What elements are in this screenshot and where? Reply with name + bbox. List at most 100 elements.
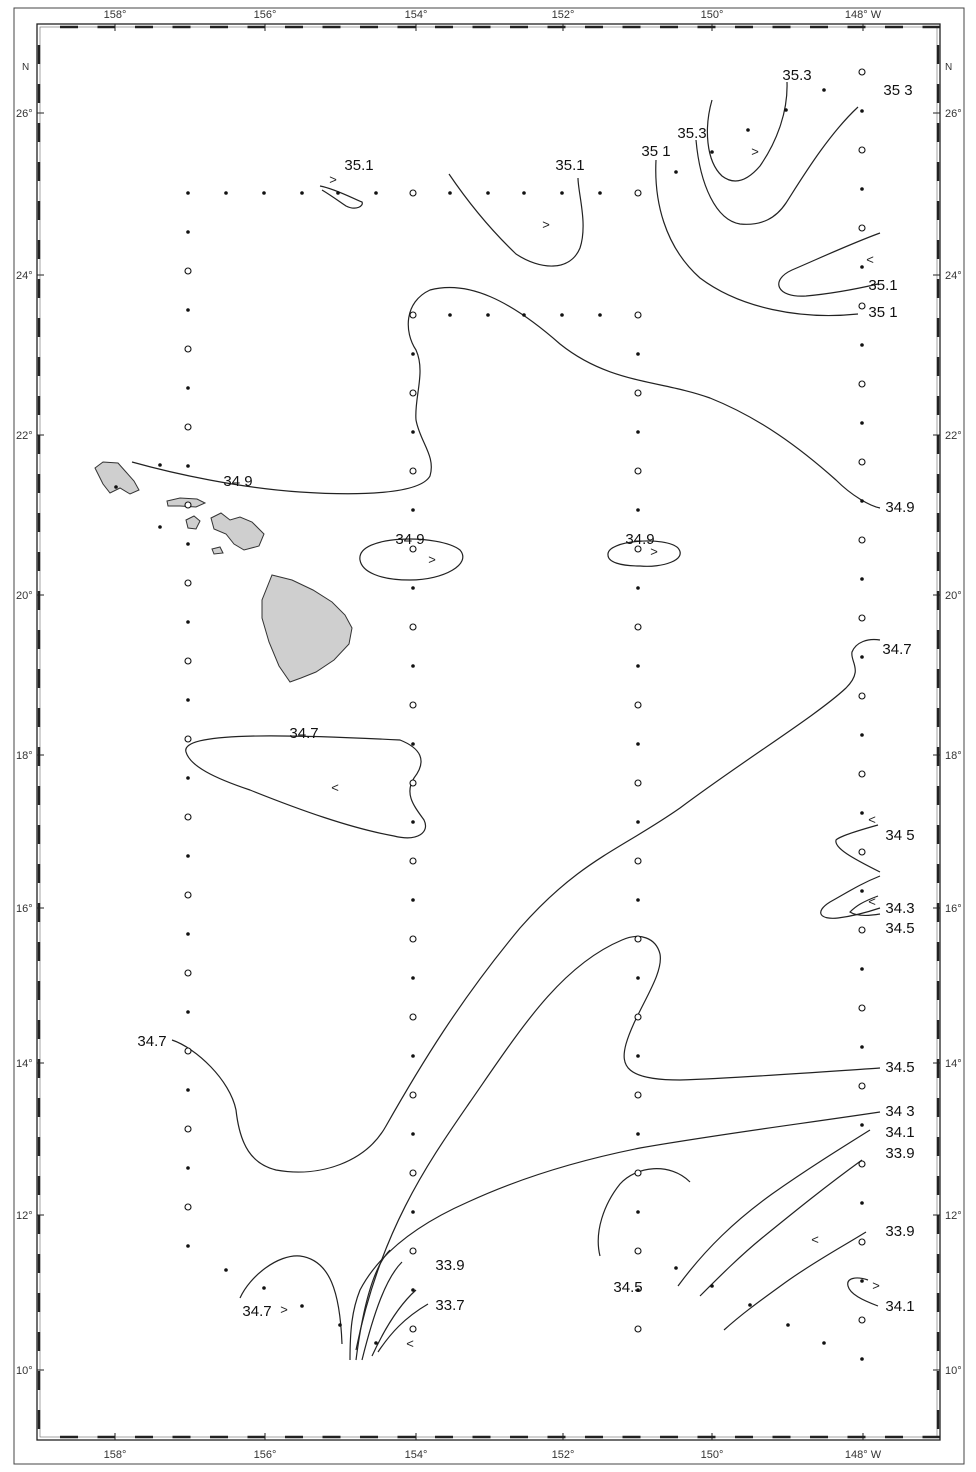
lat-label-right: 22°: [945, 430, 962, 442]
station-dot: [860, 1201, 864, 1205]
station-circle: [409, 545, 417, 553]
isohaline: [847, 1277, 879, 1307]
station-circle: [634, 1325, 642, 1333]
station-circle: [634, 467, 642, 475]
station-circle: [858, 1082, 866, 1090]
station-circle: [409, 389, 417, 397]
gradient-marker: <: [331, 780, 339, 795]
isohaline: [359, 538, 464, 581]
isohaline-label: 35.1: [344, 157, 373, 174]
lat-label-right: 20°: [945, 590, 962, 602]
isohaline: [849, 895, 881, 916]
station-dot: [186, 1010, 190, 1014]
station-dot: [860, 265, 864, 269]
lat-label-right: 14°: [945, 1058, 962, 1070]
station-dot: [486, 313, 490, 317]
isohaline-label: 34.1: [885, 1298, 914, 1315]
isohaline-label: 34.7: [137, 1033, 166, 1050]
station-circle: [409, 935, 417, 943]
isohaline-label: 34 5: [885, 827, 914, 844]
station-circle: [634, 779, 642, 787]
island-oahu: [94, 461, 140, 495]
station-dot: [786, 1323, 790, 1327]
station-dot: [636, 898, 640, 902]
station-circle: [858, 848, 866, 856]
isohaline: [185, 735, 427, 839]
isohaline: [131, 286, 881, 509]
lon-label-bottom: 150°: [701, 1449, 724, 1461]
station-dot: [636, 430, 640, 434]
station-dot: [860, 109, 864, 113]
station-circle: [858, 614, 866, 622]
station-dot: [860, 1279, 864, 1283]
lat-label-right: 12°: [945, 1210, 962, 1222]
isohaline-label: 34 3: [885, 1103, 914, 1120]
station-dot: [822, 1341, 826, 1345]
station-dot: [411, 1132, 415, 1136]
gradient-marker: >: [280, 1302, 288, 1317]
lat-label-right: 26°: [945, 108, 962, 120]
station-circle: [858, 380, 866, 388]
station-circle: [858, 1316, 866, 1324]
station-dot: [636, 976, 640, 980]
station-dot: [860, 967, 864, 971]
station-dot: [411, 1054, 415, 1058]
gradient-marker: <: [406, 1336, 414, 1351]
station-circle: [184, 813, 192, 821]
lat-label-left: 18°: [16, 750, 33, 762]
station-circle: [634, 701, 642, 709]
station-dot: [860, 889, 864, 893]
station-dot: [860, 1357, 864, 1361]
isohaline: [723, 1231, 867, 1331]
isohaline-label: 34.7: [242, 1303, 271, 1320]
station-circle: [184, 345, 192, 353]
station-circle: [184, 423, 192, 431]
station-dot: [636, 1210, 640, 1214]
station-circle: [184, 1047, 192, 1055]
station-dot: [374, 1341, 378, 1345]
station-dot: [860, 577, 864, 581]
station-circle: [409, 779, 417, 787]
lon-label-top: 158°: [104, 9, 127, 21]
isohaline-label: 34.9: [625, 531, 654, 548]
station-circle: [184, 267, 192, 275]
station-dot: [522, 191, 526, 195]
isohaline-labels: 35.335 335.335 135.135 135.135.134 934.9…: [137, 67, 914, 1320]
station-circle: [858, 458, 866, 466]
isohaline-label: 34.5: [613, 1279, 642, 1296]
station-dot: [411, 898, 415, 902]
station-dot: [224, 191, 228, 195]
station-dot: [374, 191, 378, 195]
station-dot: [860, 1045, 864, 1049]
lat-label-left: 24°: [16, 270, 33, 282]
lat-label-right: 10°: [945, 1365, 962, 1377]
isohaline-label: 33.9: [885, 1223, 914, 1240]
isohaline-label: 35.3: [782, 67, 811, 84]
station-dot: [674, 1266, 678, 1270]
gradient-marker: >: [329, 172, 337, 187]
lon-label-top: 150°: [701, 9, 724, 21]
isohaline: [361, 1261, 403, 1361]
isohaline: [677, 1129, 871, 1287]
station-circle: [409, 1325, 417, 1333]
station-circle: [184, 1125, 192, 1133]
station-dot: [411, 508, 415, 512]
station-dot: [636, 1132, 640, 1136]
station-circle: [409, 1169, 417, 1177]
isohaline-label: 34.7: [882, 641, 911, 658]
gradient-marker: >: [650, 544, 658, 559]
station-dot: [186, 776, 190, 780]
isohaline-label: 33.7: [435, 1297, 464, 1314]
station-circle: [634, 623, 642, 631]
station-circle: [858, 146, 866, 154]
station-dot: [860, 187, 864, 191]
station-circle: [858, 926, 866, 934]
lon-label-bottom: 152°: [552, 1449, 575, 1461]
station-circle: [184, 735, 192, 743]
isohaline-label: 34 9: [223, 473, 252, 490]
station-dot: [411, 1210, 415, 1214]
isohaline-label: 34.7: [289, 725, 318, 742]
station-circle: [409, 1013, 417, 1021]
station-dot: [636, 586, 640, 590]
island-kahoolawe: [211, 546, 224, 555]
